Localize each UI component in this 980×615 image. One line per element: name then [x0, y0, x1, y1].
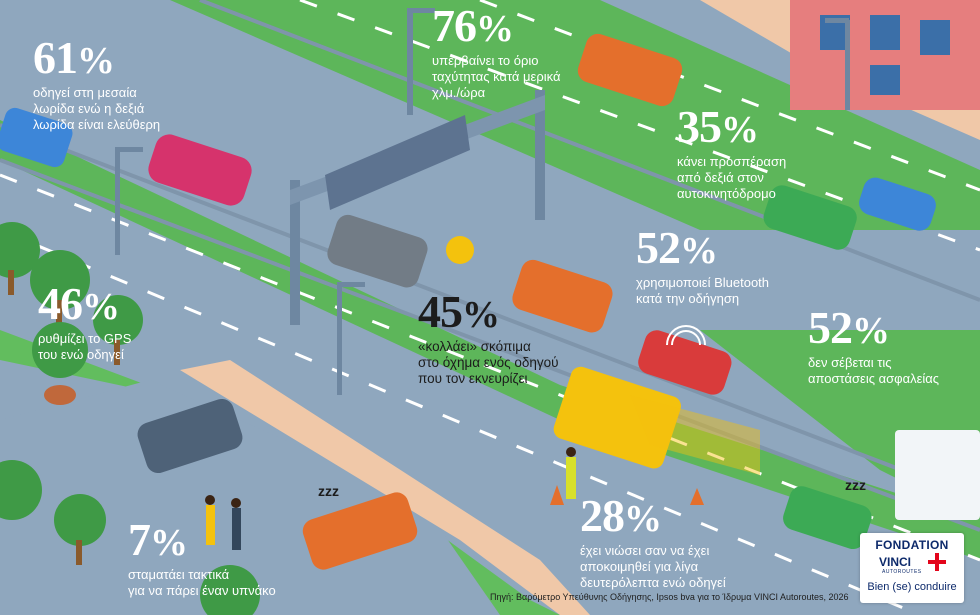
- rescue-van: [553, 366, 681, 469]
- car-green-bottom: [783, 486, 872, 550]
- motorbike: [446, 236, 474, 264]
- cars: [0, 33, 980, 570]
- car-green-top: [763, 185, 857, 250]
- stat-61-value: 61%: [33, 32, 115, 83]
- stat-76-value: 76%: [432, 0, 514, 51]
- car-parked-orange: [302, 492, 418, 570]
- hazard-hatching: [630, 395, 760, 475]
- stat-52-bluetooth-value: 52%: [636, 222, 718, 273]
- car-parked-grey: [137, 398, 243, 474]
- stat-28-value: 28%: [580, 490, 662, 541]
- people: [205, 447, 576, 550]
- car-blue-small: [859, 177, 936, 231]
- vinci-foundation-logo: FONDATION VINCI AUTOROUTES Bien (se) con…: [860, 533, 964, 603]
- building-window: [870, 15, 900, 50]
- logo-line-1: FONDATION: [875, 538, 949, 552]
- building-window: [870, 65, 900, 95]
- logo-line-3: Bien (se) conduire: [867, 581, 957, 593]
- car-orange-top: [577, 33, 683, 107]
- car-red: [638, 330, 732, 395]
- parking-lot: [0, 380, 500, 615]
- zzz-truck: zzz: [845, 477, 866, 493]
- car-pink: [148, 134, 252, 206]
- source-note: Πηγή: Βαρόμετρο Υπεύθυνης Οδήγησης, Ipso…: [490, 592, 849, 602]
- logo-line-2: VINCI: [879, 555, 912, 569]
- grass-top: [170, 0, 980, 230]
- traffic-cones: [550, 485, 704, 505]
- phone-signal-icon: [666, 325, 706, 346]
- stat-46-value: 46%: [38, 278, 120, 329]
- building-window: [920, 20, 950, 55]
- grass-median: [0, 120, 980, 560]
- stat-7-value: 7%: [128, 514, 188, 565]
- car-orange-mid: [512, 259, 613, 333]
- car-grey: [327, 214, 428, 288]
- stat-52-distance-value: 52%: [808, 302, 890, 353]
- stat-45-value: 45%: [418, 286, 500, 337]
- zzz-parked: zzz: [318, 483, 339, 499]
- logo-mark-icon: [928, 553, 946, 571]
- truck-white: [895, 430, 980, 520]
- car-blue: [0, 107, 73, 168]
- overhead-gantry: [290, 90, 545, 325]
- stat-35-value: 35%: [677, 101, 759, 152]
- street-lights: [115, 8, 850, 395]
- trees: [0, 222, 260, 615]
- sidewalk: [180, 360, 590, 615]
- guard-rails: [0, 0, 980, 532]
- logo-line-2b: AUTOROUTES: [882, 569, 922, 575]
